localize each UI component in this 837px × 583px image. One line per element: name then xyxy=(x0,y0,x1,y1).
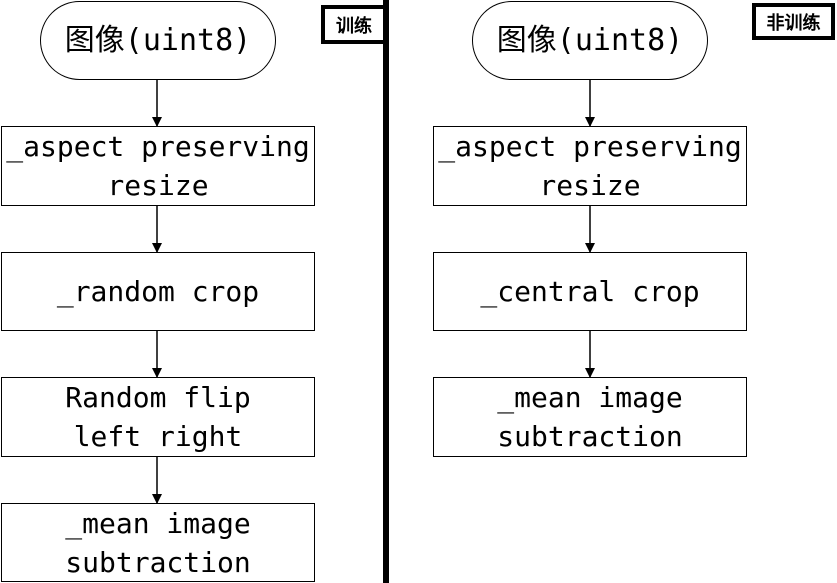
column-divider xyxy=(383,0,389,583)
train-step-mean-subtraction: _mean image subtraction xyxy=(1,503,315,582)
eval-start-node: 图像(uint8) xyxy=(472,1,708,80)
eval-step-central-crop: _central crop xyxy=(433,252,747,331)
train-step-aspect-resize: _aspect preserving resize xyxy=(1,126,315,206)
eval-step-mean-subtraction: _mean image subtraction xyxy=(433,377,747,457)
train-step-random-crop: _random crop xyxy=(1,252,315,331)
train-start-node: 图像(uint8) xyxy=(40,1,276,80)
eval-tag: 非训练 xyxy=(752,3,835,40)
train-tag: 训练 xyxy=(321,5,387,44)
train-step-random-flip: Random flip left right xyxy=(1,377,315,457)
eval-step-aspect-resize: _aspect preserving resize xyxy=(433,126,747,206)
